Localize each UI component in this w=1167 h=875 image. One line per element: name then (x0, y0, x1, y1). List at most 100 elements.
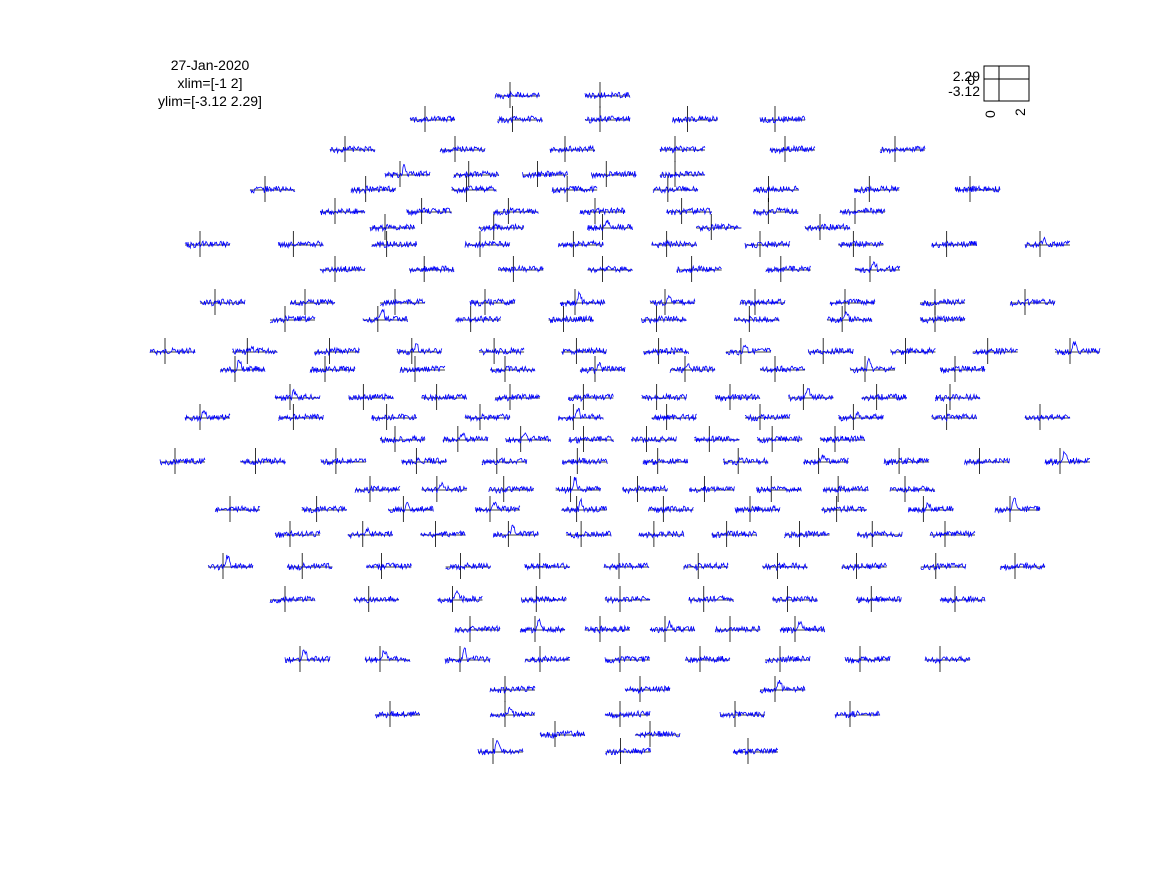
channel-plot (497, 106, 543, 132)
channel-trace (284, 649, 331, 664)
channel-plot (755, 476, 802, 502)
channel-trace (924, 655, 971, 664)
channel-plot (481, 448, 528, 474)
channel-trace (269, 595, 316, 604)
channel-trace (822, 484, 869, 494)
channel-trace (399, 364, 446, 374)
channel-plot (539, 721, 586, 747)
channel-trace (519, 617, 566, 634)
channel-plot (269, 586, 316, 612)
channel-trace (890, 346, 936, 356)
channel-plot (409, 106, 456, 132)
channel-trace (919, 314, 966, 324)
channel-plot (722, 448, 769, 474)
channel-plot (752, 198, 799, 224)
channel-trace (753, 185, 799, 194)
channel-plot (421, 476, 468, 502)
channel-trace (711, 530, 758, 539)
channel-trace (856, 530, 903, 540)
channel-plot (861, 384, 908, 410)
channel-plot (651, 231, 698, 257)
channel-trace (604, 595, 651, 605)
channel-trace (849, 357, 896, 374)
channel-plot (549, 136, 596, 162)
channel-trace (567, 393, 614, 403)
channel-trace (437, 589, 483, 604)
channel-trace (489, 706, 536, 718)
channel-plot (684, 646, 731, 672)
channel-trace (652, 185, 699, 194)
channel-trace (469, 298, 516, 307)
channel-plot (408, 256, 455, 282)
plot-header: 27-Jan-2020 xlim=[-1 2] ylim=[-3.12 2.29… (120, 56, 300, 110)
channel-plot (519, 616, 566, 642)
channel-trace (269, 314, 316, 324)
channel-plot (666, 198, 713, 224)
channel-plot (604, 646, 651, 672)
channel-plot (384, 161, 431, 187)
channel-plot (762, 553, 808, 579)
channel-plot (520, 586, 567, 612)
channel-trace (838, 239, 884, 249)
channel-trace (249, 185, 296, 194)
channel-plot (555, 476, 601, 502)
channel-plot (374, 701, 420, 727)
channel-plot (477, 738, 524, 764)
channel-trace (557, 407, 604, 422)
channel-plot (734, 496, 781, 522)
channel-plot (649, 289, 696, 315)
channel-plot (478, 338, 525, 364)
channel-trace (505, 432, 552, 444)
channel-trace (481, 457, 528, 466)
channel-trace (829, 298, 876, 307)
channel-plot (371, 231, 418, 257)
date-label: 27-Jan-2020 (170, 57, 250, 73)
channel-trace (659, 145, 706, 154)
channel-trace (939, 365, 986, 375)
channel-trace (641, 315, 687, 324)
channel-trace (274, 388, 321, 402)
channel-plot (584, 616, 631, 642)
channel-plot (779, 616, 826, 642)
channel-plot (714, 384, 761, 410)
channel-trace (1054, 340, 1101, 356)
channel-plot (371, 404, 418, 430)
channel-trace (555, 476, 601, 495)
channel-plot (420, 521, 466, 547)
channel-plot (478, 214, 525, 240)
channel-plot (319, 198, 366, 224)
channel-trace (366, 562, 412, 571)
channel-plot (309, 356, 356, 382)
scale-key-ytick-bottom: -3.12 (948, 83, 980, 99)
channel-plot (579, 356, 626, 382)
channel-plot (890, 338, 936, 364)
channel-trace (765, 264, 811, 273)
channel-trace (396, 343, 443, 356)
channel-plot (1009, 289, 1056, 315)
channel-trace (739, 298, 786, 307)
channel-plot (732, 738, 778, 764)
channel-plot (329, 136, 376, 162)
channel-plot (584, 106, 631, 132)
scale-key-xtick-zero: 0 (982, 110, 998, 118)
channel-trace (579, 207, 626, 216)
channel-trace (420, 529, 466, 539)
channel-plot (714, 616, 761, 642)
channel-plot (364, 646, 411, 672)
channel-plot (522, 161, 568, 187)
channel-plot (561, 338, 607, 364)
channel-plots (149, 82, 1101, 764)
channel-trace (689, 485, 735, 494)
channel-plot (451, 176, 497, 202)
channel-trace (883, 456, 930, 466)
channel-trace (439, 145, 486, 154)
channel-plot (455, 306, 502, 332)
channel-trace (387, 501, 434, 514)
channel-trace (784, 530, 830, 539)
channel-plot (444, 646, 491, 672)
channel-trace (734, 504, 781, 514)
channel-plot (907, 496, 954, 522)
channel-trace (755, 485, 802, 494)
channel-plot (769, 136, 816, 162)
channel-trace (1024, 413, 1071, 422)
